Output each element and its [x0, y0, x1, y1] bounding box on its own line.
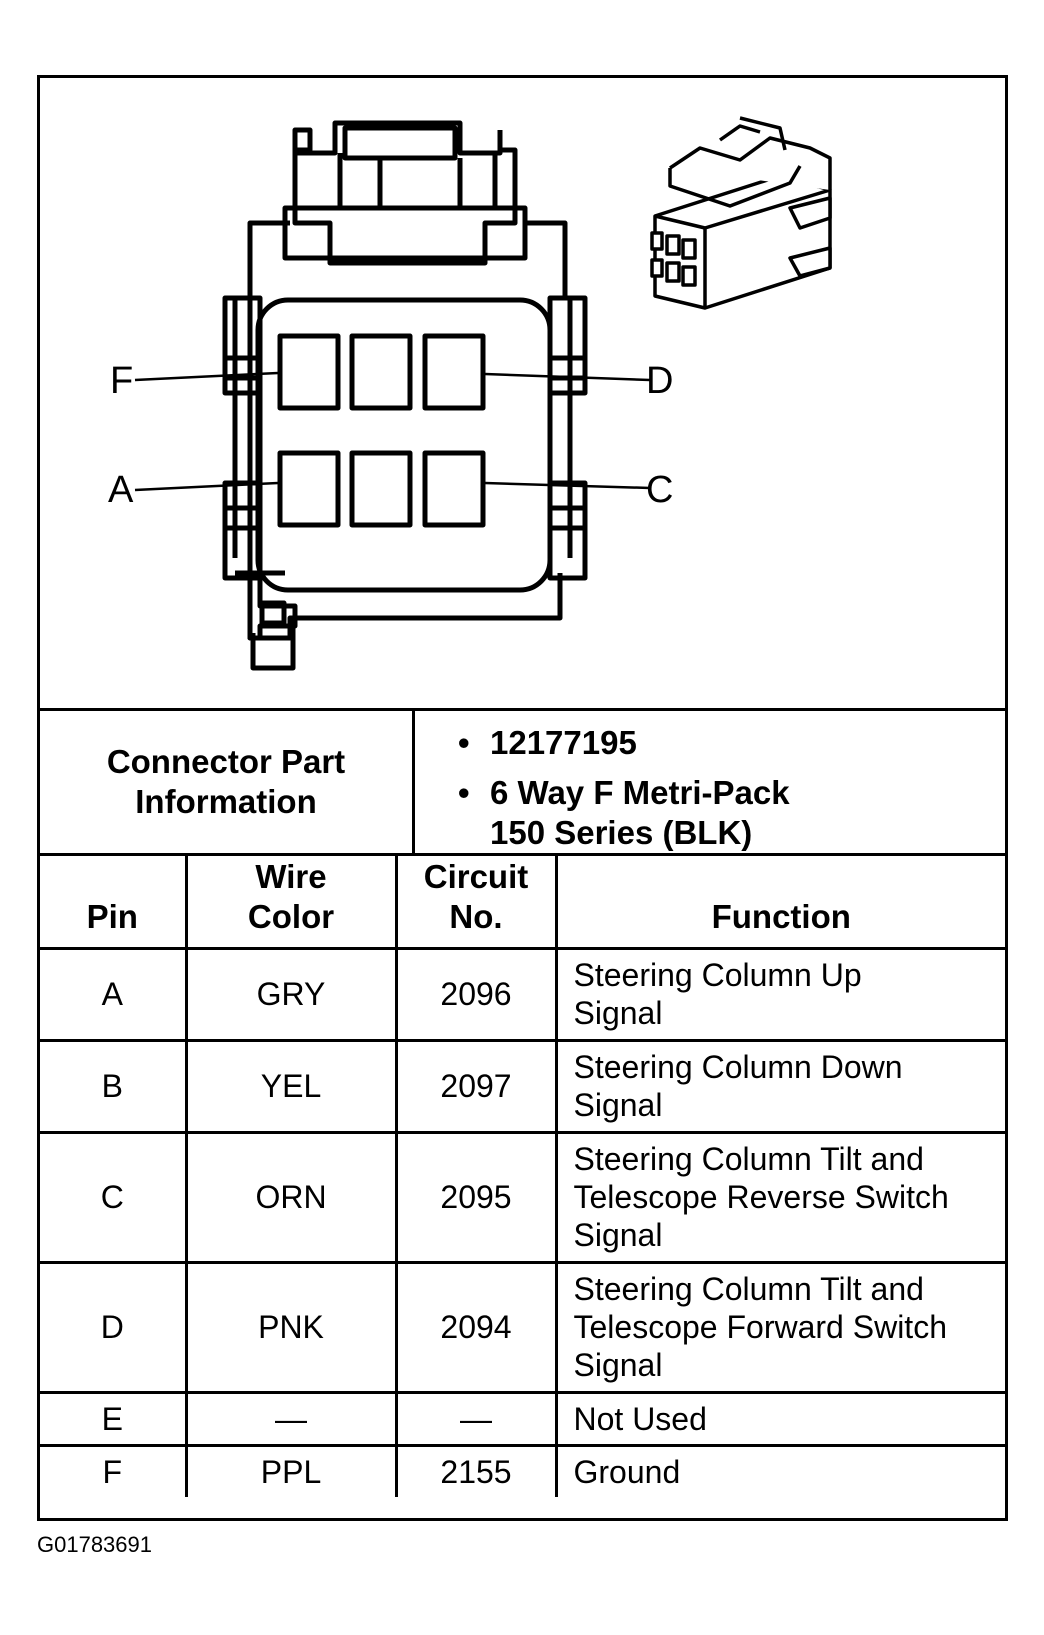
connector-part-number: 12177195 — [450, 723, 850, 763]
function-cell: Steering Column Tilt and Telescope Forwa… — [554, 1260, 1005, 1394]
function-cell: Ground — [554, 1443, 1005, 1497]
pin-cell: A — [40, 946, 188, 1042]
table-row: B YEL 2097 Steering Column Down Signal — [40, 1038, 1005, 1134]
wire-color-cell: PNK — [184, 1260, 398, 1394]
circuit-cell: 2095 — [394, 1130, 558, 1264]
wire-color-cell: ORN — [184, 1130, 398, 1264]
table-row: D PNK 2094 Steering Column Tilt and Tele… — [40, 1260, 1005, 1394]
wire-color-cell: YEL — [184, 1038, 398, 1134]
table-row: C ORN 2095 Steering Column Tilt and Tele… — [40, 1130, 1005, 1264]
circuit-cell: 2155 — [394, 1443, 558, 1497]
header-circuit-no: Circuit No. — [394, 856, 558, 950]
table-row: F PPL 2155 Ground — [40, 1443, 1005, 1497]
connector-figure: F A D C Connector Part Information 12177… — [37, 75, 1008, 1521]
connector-part-information: Connector Part Information 12177195 6 Wa… — [40, 708, 1005, 856]
connector-face-drawing — [222, 120, 588, 671]
header-function: Function — [554, 856, 1005, 950]
pin-label-d: D — [646, 360, 673, 402]
pin-label-c: C — [646, 469, 673, 511]
pin-cell: B — [40, 1038, 188, 1134]
wire-color-cell: GRY — [184, 946, 398, 1042]
pin-label-f: F — [110, 360, 133, 402]
pin-cell: D — [40, 1260, 188, 1394]
pin-cell: E — [40, 1390, 188, 1447]
connector-diagram: F A D C — [108, 116, 832, 671]
function-cell: Steering Column Up Signal — [554, 946, 1005, 1042]
table-row: A GRY 2096 Steering Column Up Signal — [40, 946, 1005, 1042]
connector-info-list: 12177195 6 Way F Metri-Pack 150 Series (… — [450, 723, 850, 863]
table-row: E — — Not Used — [40, 1390, 1005, 1447]
connector-info-title: Connector Part Information — [106, 743, 346, 820]
header-pin: Pin — [40, 856, 188, 950]
function-cell: Not Used — [554, 1390, 1005, 1447]
pin-cell: C — [40, 1130, 188, 1264]
pinout-table: Pin Wire Color Circuit No. Function A GR… — [40, 856, 1005, 1497]
figure-id: G01783691 — [37, 1532, 152, 1557]
circuit-cell: 2094 — [394, 1260, 558, 1394]
connector-isometric-drawing — [650, 116, 832, 310]
pin-cell: F — [40, 1443, 188, 1497]
circuit-cell: — — [394, 1390, 558, 1447]
wire-color-cell: — — [184, 1390, 398, 1447]
table-header-row: Pin Wire Color Circuit No. Function — [40, 856, 1005, 950]
pin-label-a: A — [108, 469, 134, 511]
circuit-cell: 2096 — [394, 946, 558, 1042]
pin-leader-lines — [134, 371, 651, 492]
wire-color-cell: PPL — [184, 1443, 398, 1497]
function-cell: Steering Column Tilt and Telescope Rever… — [554, 1130, 1005, 1264]
function-cell: Steering Column Down Signal — [554, 1038, 1005, 1134]
header-wire-color: Wire Color — [184, 856, 398, 950]
connector-description: 6 Way F Metri-Pack 150 Series (BLK) — [450, 773, 850, 853]
circuit-cell: 2097 — [394, 1038, 558, 1134]
